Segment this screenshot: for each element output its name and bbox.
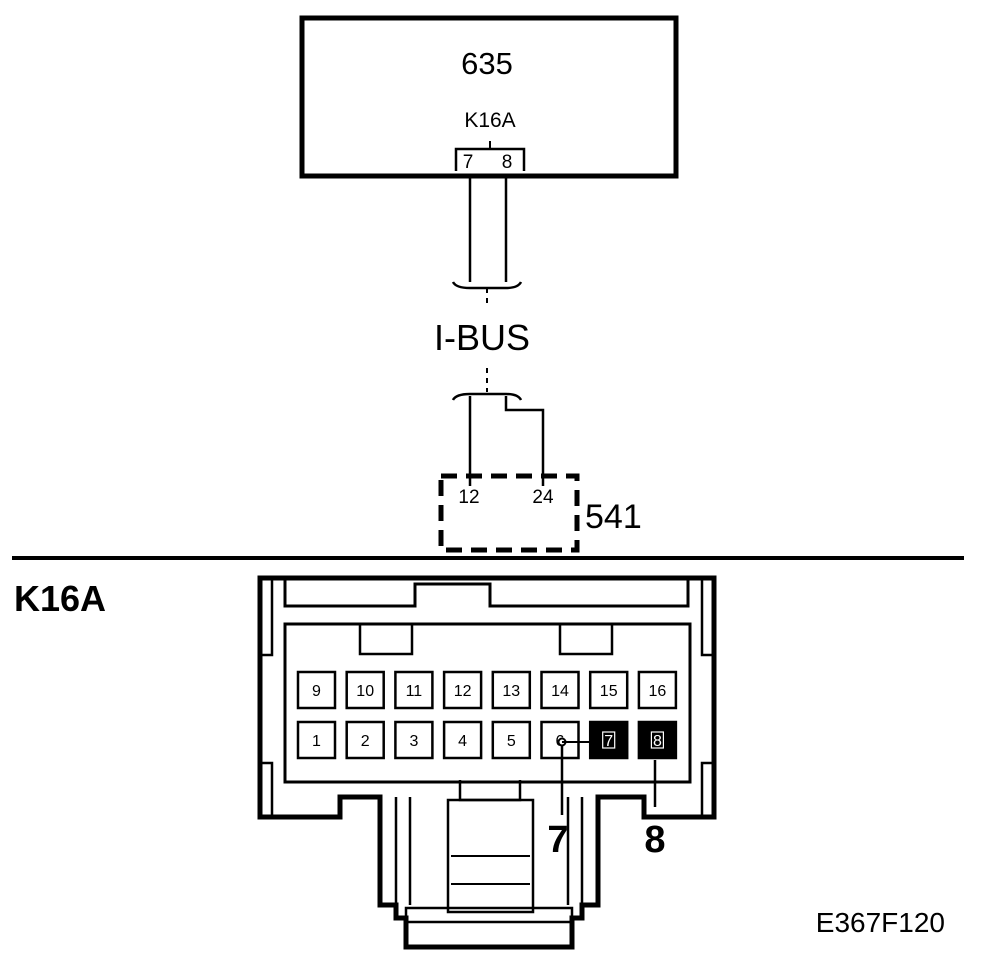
pin-cavity-11 [394,670,434,710]
pin-cavity-14 [540,670,580,710]
pin-label-4: 4 [458,733,467,750]
figure-id: E367F120 [816,907,945,938]
pin-label-5: 5 [507,733,516,750]
pin-cavity-3 [394,720,434,760]
bus-label: I-BUS [434,317,530,358]
pin-cavity-2 [345,720,385,760]
module-id: 635 [461,46,513,81]
pin-label-15: 15 [600,683,618,700]
module-635-box [299,15,679,179]
pin-cavity-16 [637,670,678,710]
module-pin-7-label: 7 [463,152,474,173]
callout-label-7: 7 [547,819,568,861]
splice-541-box [438,473,580,553]
pin-cavity-5 [491,720,532,760]
pin-highlight-frame-7 [602,731,616,749]
pin-label-1: 1 [312,733,321,750]
pin-label-9: 9 [312,683,321,700]
pin-label-3: 3 [409,733,418,750]
splice-id: 541 [585,498,642,536]
pin-cavity-8 [637,720,678,760]
pin-label-7: 7 [604,733,613,750]
module-pin-8-label: 8 [502,152,513,173]
connector-view-title: K16A [14,578,106,619]
splice-pin-24-label: 24 [532,487,554,508]
pin-highlight-frame-8 [650,731,665,749]
pin-cavity-15 [588,670,629,710]
pin-label-8: 8 [653,733,662,750]
pin-cavity-10 [345,670,385,710]
pin-label-10: 10 [356,683,374,700]
pin-cavity-13 [491,670,532,710]
callout-label-8: 8 [644,819,665,861]
wire-to-splice-24 [504,396,545,486]
pin-cavity-4 [442,720,483,760]
bus-brace-upper [451,281,523,290]
pin-label-16: 16 [649,683,667,700]
pin-cavity-1 [296,720,337,760]
connector-housing [257,575,717,950]
pin-label-14: 14 [551,683,569,700]
pin-cavity-9 [296,670,337,710]
pin-cavity-12 [442,670,483,710]
connector-pin-grid: 91011121314151612345678 [296,670,678,760]
pin-cavity-7 [588,720,629,760]
pin-label-2: 2 [361,733,370,750]
bus-brace-lower [451,392,523,401]
module-connector-label: K16A [464,109,515,132]
pin-label-11: 11 [406,683,423,700]
pin-label-12: 12 [454,683,472,700]
splice-pin-12-label: 12 [458,487,479,508]
pin-label-13: 13 [502,683,520,700]
